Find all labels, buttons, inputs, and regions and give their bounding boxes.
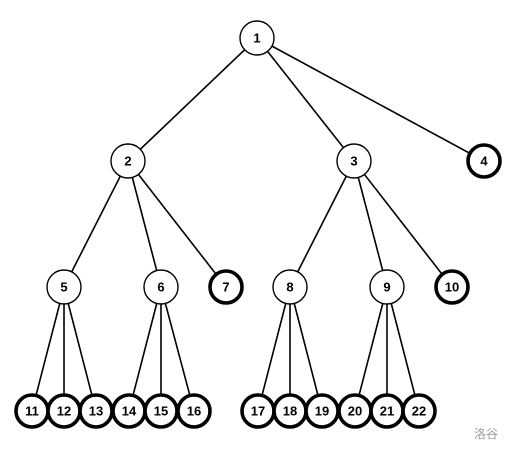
node-label: 3	[350, 154, 357, 169]
node-label: 12	[57, 404, 71, 419]
node-label: 10	[445, 280, 459, 295]
node-label: 21	[380, 404, 394, 419]
node-label: 17	[251, 404, 265, 419]
node-label: 11	[25, 404, 39, 419]
tree-node-7: 7	[208, 269, 244, 305]
node-label: 22	[412, 404, 426, 419]
tree-node-3: 3	[336, 143, 372, 179]
node-circle	[208, 269, 244, 305]
tree-node-16: 16	[176, 393, 212, 429]
edge-8-17	[257, 286, 291, 412]
node-label: 19	[315, 404, 329, 419]
edge-2-6	[127, 160, 162, 288]
node-label: 14	[122, 404, 137, 419]
node-circle	[434, 269, 470, 305]
node-label: 18	[283, 404, 297, 419]
edge-2-5	[63, 160, 129, 288]
tree-node-19: 19	[304, 393, 340, 429]
node-circle	[272, 269, 308, 305]
tree-node-14: 14	[111, 393, 147, 429]
tree-node-6: 6	[143, 269, 179, 305]
node-label: 20	[348, 404, 362, 419]
tree-node-21: 21	[369, 393, 405, 429]
node-circle	[46, 269, 82, 305]
tree-node-15: 15	[143, 393, 179, 429]
tree-node-5: 5	[46, 269, 82, 305]
node-circle	[176, 393, 212, 429]
node-label: 6	[157, 280, 164, 295]
node-circle	[369, 269, 405, 305]
node-label: 8	[286, 280, 293, 295]
node-circle	[336, 143, 372, 179]
edge-1-4	[256, 37, 485, 162]
node-circle	[466, 143, 502, 179]
tree-node-8: 8	[272, 269, 308, 305]
tree-edges	[31, 37, 485, 412]
node-label: 16	[187, 404, 201, 419]
node-label: 9	[383, 280, 390, 295]
tree-node-18: 18	[272, 393, 308, 429]
node-circle	[401, 393, 437, 429]
tree-node-9: 9	[369, 269, 405, 305]
node-label: 1	[253, 31, 260, 46]
tree-node-4: 4	[466, 143, 502, 179]
edge-5-11	[31, 286, 65, 412]
tree-node-2: 2	[110, 143, 146, 179]
tree-node-20: 20	[337, 393, 373, 429]
watermark-text: 洛谷	[474, 427, 499, 441]
tree-node-13: 13	[78, 393, 114, 429]
edge-8-19	[289, 286, 323, 412]
tree-node-22: 22	[401, 393, 437, 429]
node-circle	[143, 269, 179, 305]
tree-node-11: 11	[14, 393, 50, 429]
node-label: 5	[60, 280, 67, 295]
node-label: 13	[89, 404, 103, 419]
tree-node-1: 1	[239, 20, 275, 56]
node-circle	[239, 20, 275, 56]
edge-1-3	[256, 37, 355, 162]
edge-3-9	[353, 160, 388, 288]
edge-2-7	[127, 160, 227, 288]
node-label: 7	[222, 280, 229, 295]
edge-6-14	[128, 286, 162, 412]
edge-9-20	[354, 286, 388, 412]
edge-3-8	[289, 160, 355, 288]
edge-5-13	[63, 286, 97, 412]
tree-node-17: 17	[240, 393, 276, 429]
edge-6-16	[160, 286, 195, 412]
edge-9-22	[386, 286, 420, 412]
node-circle	[110, 143, 146, 179]
node-label: 4	[480, 154, 488, 169]
tree-node-12: 12	[46, 393, 82, 429]
node-label: 2	[124, 154, 131, 169]
tree-node-10: 10	[434, 269, 470, 305]
edge-1-2	[127, 37, 258, 162]
node-label: 15	[154, 404, 168, 419]
edge-3-10	[353, 160, 453, 288]
